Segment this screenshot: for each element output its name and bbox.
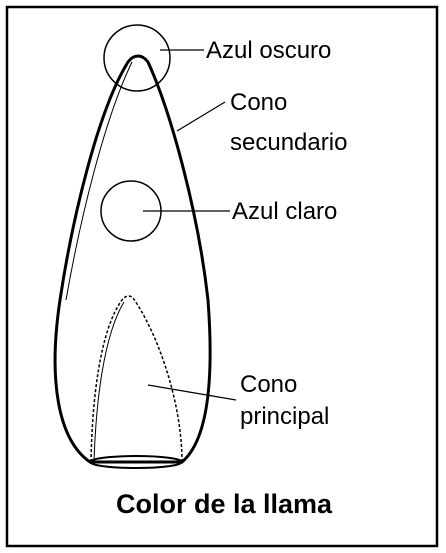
flame-base	[89, 455, 183, 469]
label-cono-secundario-line1: Cono	[230, 89, 287, 116]
diagram-border	[5, 5, 439, 548]
label-cono-principal-line2: principal	[240, 403, 329, 430]
label-azul-oscuro: Azul oscuro	[206, 37, 331, 64]
label-cono-secundario-line2: secundario	[230, 129, 347, 156]
leader-cono-principal	[147, 384, 237, 401]
label-cono-principal-line1: Cono	[240, 371, 297, 398]
inner-cone	[90, 295, 183, 463]
dark-blue-circle	[103, 24, 171, 92]
leader-cono-secundario	[176, 101, 226, 132]
diagram-caption: Color de la llama	[116, 489, 333, 519]
label-azul-claro: Azul claro	[232, 198, 337, 225]
